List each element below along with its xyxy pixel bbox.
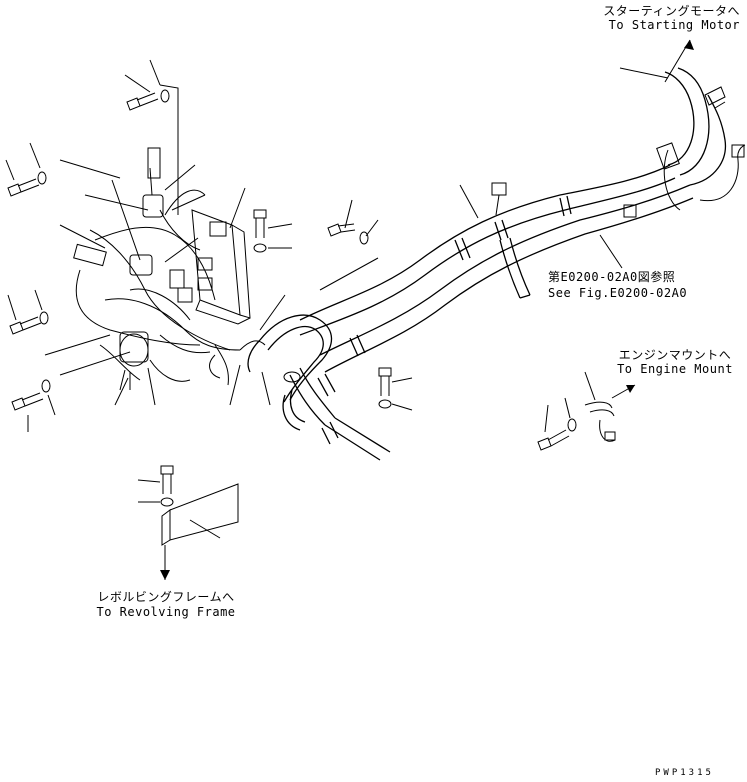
engine-mount-label-jp: エンジンマウントへ bbox=[618, 348, 732, 362]
starting-motor-label-jp: スターティングモータへ bbox=[603, 4, 740, 18]
revolving-frame-label-jp: レボルビングフレームへ bbox=[97, 590, 235, 604]
relay-bracket-cluster bbox=[5, 59, 286, 432]
starting-motor-label-en: To Starting Motor bbox=[608, 18, 740, 32]
engine-mount-label-en: To Engine Mount bbox=[617, 362, 733, 376]
lower-hose-section bbox=[247, 314, 391, 461]
see-figure-label-jp: 第E0200-02A0図参照 bbox=[548, 270, 676, 284]
revolving-frame-label-en: To Revolving Frame bbox=[96, 605, 236, 619]
main-harness bbox=[299, 67, 746, 373]
see-figure-label-en: See Fig.E0200-02A0 bbox=[548, 286, 688, 300]
bolts-and-washers bbox=[7, 89, 616, 546]
drawing-code: PWP1315 bbox=[655, 768, 714, 778]
direction-arrows bbox=[160, 39, 694, 580]
